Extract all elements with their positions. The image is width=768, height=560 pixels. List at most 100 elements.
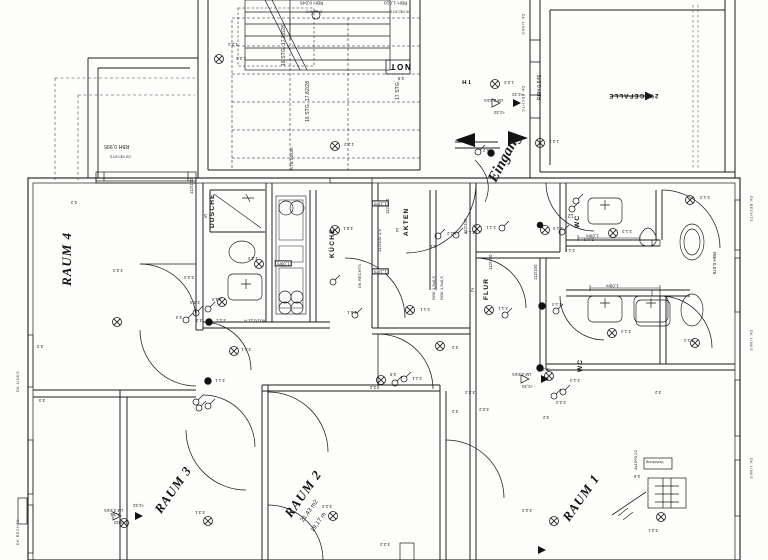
circuit-tag: 3.1.3	[622, 229, 632, 235]
switch-symbols	[182, 144, 584, 412]
panel-circuit: 3.6	[634, 474, 641, 480]
circuit-tag: 3.5.1	[347, 310, 357, 316]
circuit-tag: 1.2.2	[504, 80, 514, 86]
panel-label: Verteilung	[646, 460, 664, 465]
circuit-tag: 3.1.1	[498, 306, 508, 312]
upper-center-block	[197, 0, 520, 179]
window-height-label: RBH 0,545	[537, 74, 543, 100]
circuit-tag: 3.1.1	[420, 307, 430, 313]
window-hinge-label: DK LINKS	[306, 9, 323, 14]
door-number-akten: 3	[396, 226, 399, 232]
circuit-tag: 3.1.3	[700, 195, 710, 201]
junction-boxes	[204, 149, 546, 385]
misc-fixture	[289, 0, 321, 40]
light-symbols	[112, 54, 700, 528]
circuit-tag: 3.2	[543, 415, 550, 421]
room-label-dusche: DUSCHE	[209, 193, 216, 228]
lamp-height: +2,33	[114, 520, 126, 526]
circuit-tag: 3.3.3	[113, 268, 123, 274]
staircase-lower	[231, 17, 421, 171]
bottom-boxes	[17, 497, 415, 560]
lamp-symbol-height: +2,22	[133, 503, 145, 509]
terrace-wall-openings	[530, 39, 540, 119]
window-mark: DK RECHTS	[357, 263, 362, 288]
circuit-tag: 1.2.2	[344, 142, 354, 148]
ceiling-height-label: 1,10m	[372, 200, 389, 207]
circuit-tag: 3.1.3	[565, 248, 575, 254]
th-label: TH	[461, 78, 472, 84]
sanitary-fixtures	[213, 193, 705, 327]
circuit-tag: 3.3.3	[184, 275, 194, 281]
lamp-spec: LM 2,51m	[484, 98, 504, 104]
entrance-arrows	[455, 131, 528, 147]
staircase-outline-dashed	[237, 7, 315, 67]
lamp-spec: LM 2,51m	[104, 508, 124, 514]
circuit-tag: 3.1.4	[570, 378, 580, 384]
lamp-spec: LM 2,51m	[512, 372, 532, 378]
circuit-tag: 3.2	[452, 409, 459, 415]
circuit-tag: 3.3.3	[190, 300, 200, 306]
terrace-expansion-joint	[692, 5, 699, 168]
header-opening	[95, 171, 197, 182]
dimension-bars	[577, 235, 661, 291]
circuit-tag: 3.3.3	[212, 297, 222, 303]
circuit-tag: 3.3	[71, 200, 78, 206]
circuit-tag: 1.2.2	[228, 42, 238, 48]
circuit-tag: 3.1.1	[486, 225, 496, 231]
circuit-tag: 1.2.2	[549, 139, 559, 145]
staircase-upper	[244, 0, 391, 71]
lamp-symbol-height: +2,22	[540, 367, 552, 373]
window-mark: DK RECHTS	[16, 518, 20, 545]
window-mark: DK RECHTS	[749, 196, 753, 223]
circuit-tag: 3.2	[370, 385, 377, 391]
circuit-tag: 3.3	[39, 398, 46, 404]
circuit-tag: 3.3.1	[195, 510, 205, 516]
window-mark: DK LINKS	[749, 458, 753, 480]
door-number-flur: 2	[471, 286, 474, 292]
emergency-circuit: 3.8	[398, 76, 405, 82]
opening-ticks	[651, 240, 661, 296]
window-hinge-label: DK RECHTS	[390, 9, 411, 14]
interior-walls	[33, 183, 735, 560]
circuit-tag: 3.1.1	[241, 347, 251, 353]
window-height-label: RBH 0,995	[104, 143, 130, 149]
door-spec: 112/100	[463, 218, 468, 234]
circuit-tag: 3.2.1	[648, 528, 658, 534]
door-spec: 112/100	[533, 264, 538, 280]
stair-label: 17 STG.	[395, 80, 401, 100]
room-label-wc-damen: WC	[577, 358, 584, 372]
terrace-block	[529, 0, 736, 178]
circuit-tag: 3.2	[452, 345, 459, 351]
circuit-tag: 3.1.3	[553, 226, 563, 232]
circuit-tag: 3.1.4	[621, 329, 631, 335]
annotation-arrows	[455, 91, 655, 203]
opening-spec: 801/211 A	[244, 318, 266, 324]
room-label-wc-herren: WC	[574, 214, 581, 228]
steel-beam-label: STB 50x30	[289, 147, 294, 170]
window-mark: DK LINKS	[521, 14, 525, 36]
door-number-dusche: 5	[204, 212, 207, 218]
circuit-tag: 3.1.1	[216, 318, 226, 324]
circuit-tag: 3.8	[390, 372, 397, 378]
circuit-tag: 3.1.4	[552, 302, 562, 308]
circuit-tag: 3.5.1	[343, 226, 353, 232]
lamp-height: +2,33	[522, 384, 534, 390]
circuit-tag: 3.3	[196, 318, 203, 324]
basin-dimension: 1,00m	[606, 283, 619, 289]
ceiling-height-label: 1,10m	[372, 268, 389, 275]
outlet-outline-symbols	[112, 98, 530, 521]
circuit-tag: 3.1.2	[447, 231, 457, 237]
circuit-tag: 3.2.3	[556, 400, 566, 406]
circuit-tag: 3.2.3	[322, 504, 332, 510]
circuit-tag: 3.1.4	[684, 338, 694, 344]
room-label-raum4: RAUM 4	[59, 231, 74, 286]
room-label-flur: FLUR	[483, 277, 490, 300]
emergency-box	[385, 59, 411, 75]
window-mark: DK RECHTS	[521, 86, 525, 113]
outlet-symbols	[135, 99, 549, 554]
room-label-akten: AKTEN	[403, 207, 410, 236]
circuit-tag: 3.1.1	[215, 378, 225, 384]
circuit-tag: 3.2.2	[380, 542, 390, 548]
door-spec: 112/100	[189, 178, 194, 194]
